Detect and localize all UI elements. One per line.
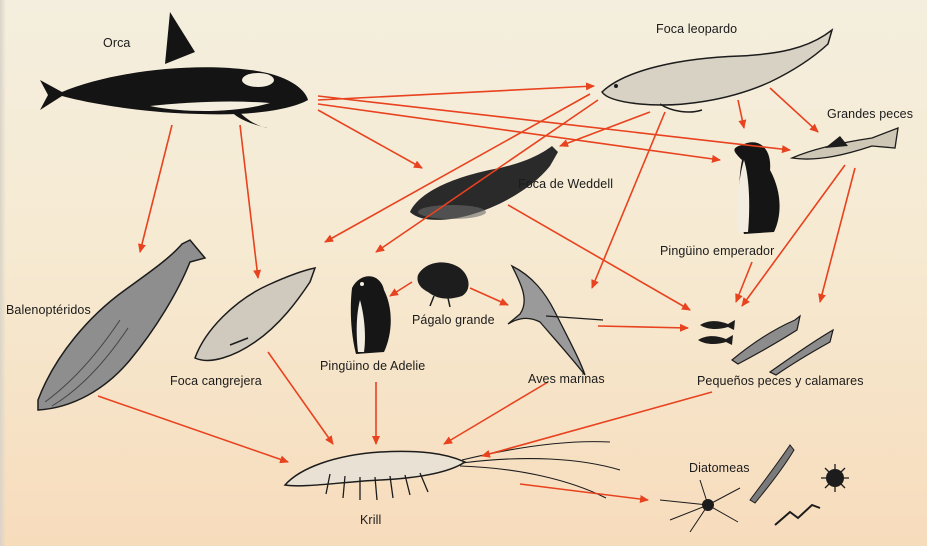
arrow-aves-marinas-to-pequenos-peces (598, 326, 688, 328)
label-orca: Orca (103, 36, 131, 50)
arrow-pagalo-grande-to-pinguino-adelie (390, 282, 412, 296)
arrow-aves-marinas-to-krill (444, 382, 548, 444)
arrow-grandes-peces-to-pequenos-peces-a (742, 165, 845, 306)
arrow-foca-leopardo-to-pinguino-adelie (376, 100, 598, 252)
arrow-foca-leopardo-to-aves-marinas (592, 112, 665, 288)
arrow-orca-to-foca-cangrejera (240, 125, 258, 278)
label-pinguino-adelie: Pingüino de Adelie (320, 359, 425, 373)
arrow-orca-to-balenopteridos (140, 125, 172, 252)
arrow-krill-to-diatomeas (520, 484, 648, 500)
arrow-grandes-peces-to-pequenos-peces-b (820, 168, 855, 302)
label-aves-marinas: Aves marinas (528, 372, 605, 386)
label-pagalo-grande: Págalo grande (412, 313, 495, 327)
arrow-foca-leopardo-to-pinguino-emperador (738, 100, 744, 128)
arrow-foca-leopardo-to-foca-cangrejera (325, 94, 590, 242)
label-balenopteridos: Balenoptéridos (6, 303, 91, 317)
label-krill: Krill (360, 513, 381, 527)
label-foca-cangrejera: Foca cangrejera (170, 374, 262, 388)
label-pinguino-emperador: Pingüino emperador (660, 244, 774, 258)
arrow-orca-to-pinguino-emperador (318, 104, 720, 160)
arrow-orca-to-grandes-peces (318, 96, 790, 150)
arrow-balenopteridos-to-krill (98, 396, 288, 462)
label-foca-weddell: Foca de Weddell (518, 177, 613, 191)
label-foca-leopardo: Foca leopardo (656, 22, 737, 36)
arrow-foca-leopardo-to-grandes-peces (770, 88, 818, 132)
label-diatomeas: Diatomeas (689, 461, 750, 475)
arrow-orca-to-foca-weddell (318, 110, 422, 168)
arrow-pagalo-grande-to-aves-marinas (470, 288, 508, 305)
arrow-orca-to-foca-leopardo (318, 86, 594, 100)
label-grandes-peces: Grandes peces (827, 107, 913, 121)
label-pequenos-peces: Pequeños peces y calamares (697, 374, 864, 388)
